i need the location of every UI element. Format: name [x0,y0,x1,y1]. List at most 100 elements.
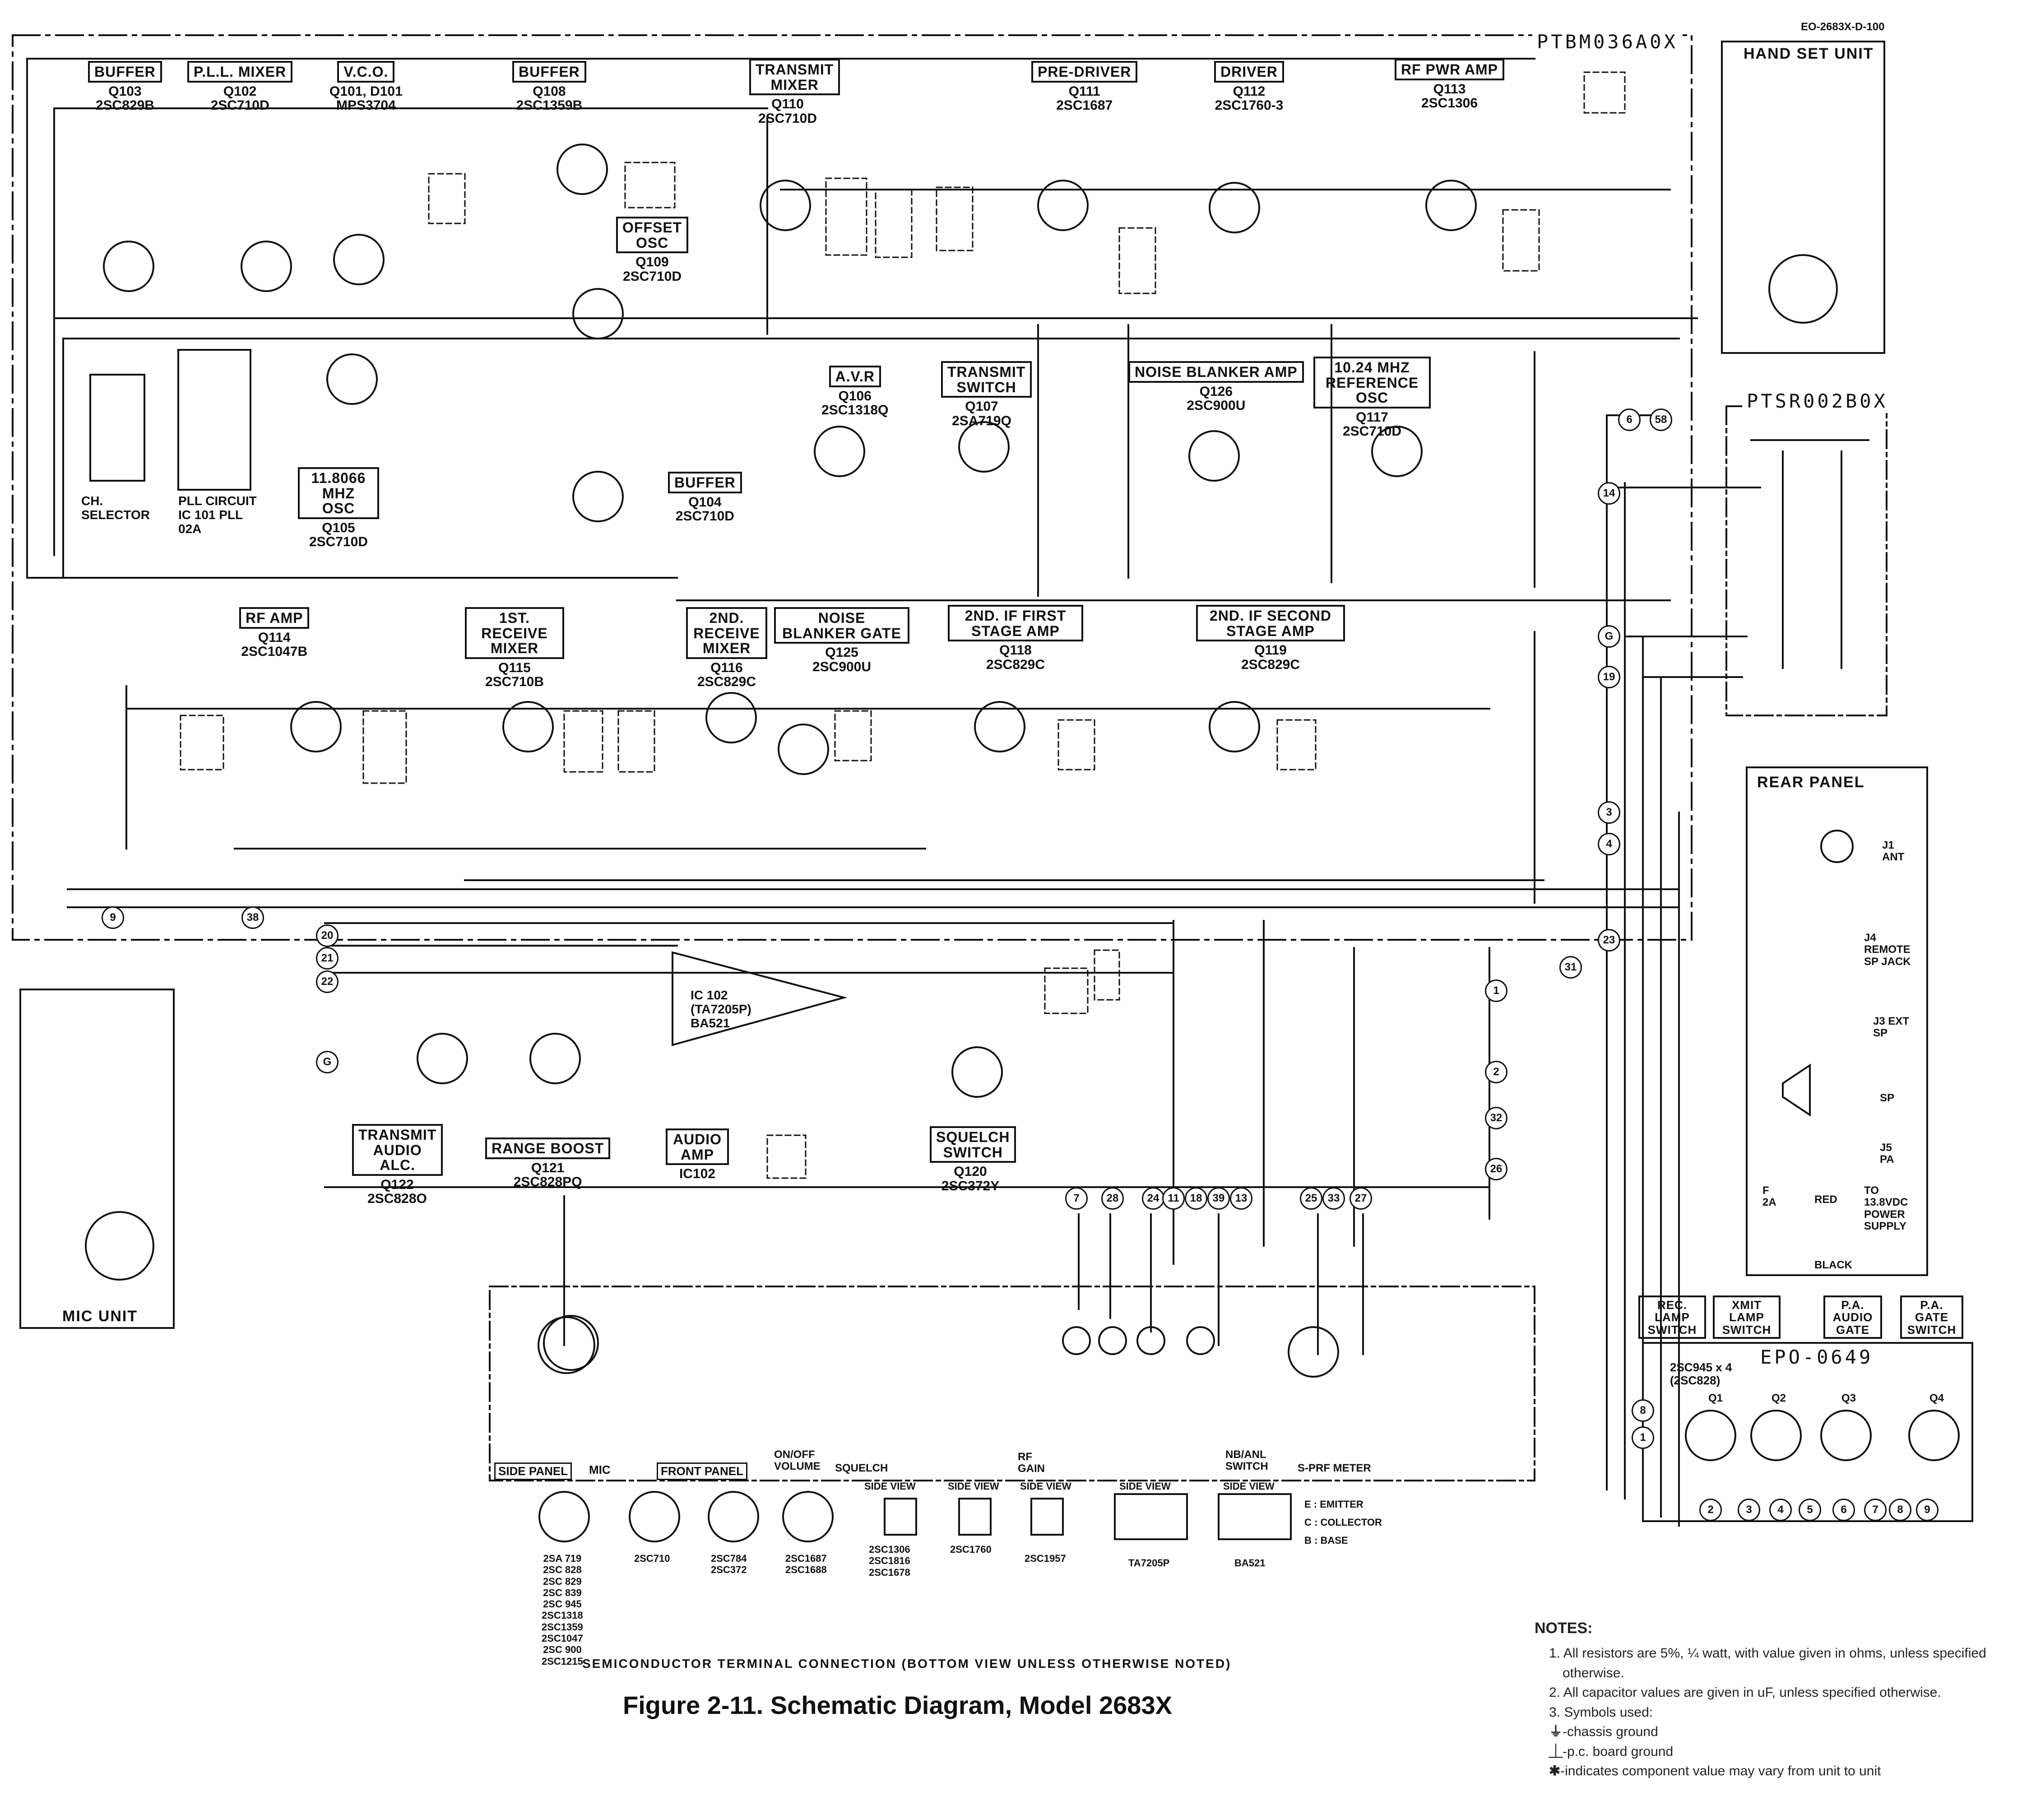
pll-circuit-label: PLL CIRCUIT IC 101 PLL 02A [178,494,257,536]
rear-j3-ext-sp: J3 EXT SP [1873,1015,1910,1040]
stage-ref: IC102 [679,1166,716,1182]
stage-part: 2SC828O [367,1191,427,1207]
stage-name: DRIVER [1214,61,1284,83]
stage-reference-osc: 10.24 MHz REFERENCE OSC Q117 2SC710D [1313,357,1431,439]
stage-ref: Q116 [710,660,743,675]
node-1-ep: 1 [1632,1426,1654,1449]
node-32: 32 [1485,1107,1507,1129]
semi-group-7: 2SC1957 [1025,1553,1066,1564]
node-ep-pin-6: 6 [1832,1499,1855,1521]
pcb-ground-icon: ⏊ [1549,1744,1563,1759]
ep-ref-q3: Q3 [1841,1392,1856,1404]
node-31: 31 [1559,956,1582,979]
stage-part: 2SC1318Q [821,403,889,418]
ep-switch-name: REC. LAMP SWITCH [1638,1295,1706,1339]
stage-noise-blanker-gate: NOISE BLANKER GATE Q125 2SC900U [774,607,909,674]
ep-switch-q4: P.A. GATE SWITCH [1900,1295,1963,1339]
notes-heading: NOTES: [1535,1620,1593,1637]
rf-gain-label: RF GAIN [1018,1451,1045,1475]
rear-panel-title: REAR PANEL [1753,773,1869,792]
note-symbol-chassis: ⏚-chassis ground [1549,1722,2013,1742]
rear-power-supply: TO 13.8VDC POWER SUPPLY [1864,1184,1908,1233]
mic-unit-title: MIC UNIT [59,1307,142,1326]
stage-ref: Q112 [1233,84,1266,99]
note-symbol-text: -p.c. board ground [1563,1744,1674,1759]
stage-transmit-switch: TRANSMIT SWITCH Q107 2SA719Q [941,361,1032,428]
node-7: 7 [1065,1187,1088,1210]
stage-ref: Q122 [380,1177,414,1192]
stage-part: 2SC710D [622,269,682,284]
node-9: 9 [102,906,124,929]
stage-vco: V.C.O. Q101, D101 MPS3704 [329,61,403,113]
stage-name: TRANSMIT SWITCH [941,361,1032,398]
node-22: 22 [316,970,339,993]
stage-name: 1st. RECEIVE MIXER [465,607,564,659]
stage-part: 2SC710D [1342,424,1402,439]
stage-part: 2SC829C [1241,657,1300,672]
node-1-amp: 1 [1485,980,1507,1002]
stage-part: 2SC710D [309,534,368,550]
stage-name: 10.24 MHz REFERENCE OSC [1313,357,1431,409]
stage-ref: Q117 [1356,409,1388,425]
node-ep-pin-5: 5 [1799,1499,1821,1521]
semi-group-9: BA521 [1234,1557,1266,1569]
node-ep-pin-7: 7 [1864,1499,1887,1521]
stage-part: 2SC1760-3 [1215,98,1284,113]
nb-anl-switch-label: NB/ANL SWITCH [1225,1449,1268,1473]
ep-switch-name: P.A. GATE SWITCH [1900,1295,1963,1339]
swr-board-outline [1725,405,1888,716]
stage-ref: Q105 [322,520,355,535]
semi-group-5: 2SC1306 2SC1816 2SC1678 [869,1544,910,1578]
stage-part: 2SC1687 [1056,98,1113,113]
stage-part: 2SC710D [758,111,817,126]
stage-name: TRANSMIT MIXER [749,59,840,96]
stage-part: 2SC710B [485,674,544,690]
rear-j4-remote: J4 REMOTE SP JACK [1864,932,1911,968]
stage-part: 2SC710D [675,509,734,524]
stage-buffer-q108: BUFFER Q108 2SC1359B [512,61,586,113]
ep-ref-q4: Q4 [1929,1392,1944,1404]
ep-board-title: EPO-0649 [1756,1345,1878,1369]
main-board-outline [12,34,1693,941]
stage-ref: Q101, D101 [329,84,403,99]
node-ep-pin-4: 4 [1769,1499,1792,1521]
stage-second-receive-mixer: 2nd. RECEIVE MIXER Q116 2SC829C [686,607,767,689]
stage-part: 2SC1047B [241,644,308,659]
semi-group-2: 2SC710 [634,1553,670,1564]
stage-ref: Q109 [635,255,669,270]
semi-group-6: 2SC1760 [950,1544,992,1555]
s-prf-meter-label: S-PRF METER [1298,1462,1371,1474]
stage-ref: Q110 [771,97,804,112]
node-ep-pin-8: 8 [1889,1499,1911,1521]
ep-ref-q1: Q1 [1708,1392,1723,1404]
ep-switch-name: XMIT LAMP SWITCH [1713,1295,1781,1339]
node-21: 21 [316,947,339,970]
squelch-label: SQUELCH [835,1462,888,1474]
stage-name: A.V.R [829,366,881,387]
stage-noise-blanker-amp: NOISE BLANKER AMP Q126 2SC900U [1128,361,1304,413]
stage-name: TRANSMIT AUDIO ALC. [352,1124,443,1176]
ep-switch-q1: REC. LAMP SWITCH [1638,1295,1706,1339]
stage-ref: Q118 [999,643,1032,658]
stage-audio-amp: AUDIO AMP IC102 [666,1128,729,1181]
node-4: 4 [1598,833,1620,855]
node-33: 33 [1322,1187,1345,1210]
stage-ref: Q114 [258,630,291,645]
stage-part: 2SC829B [95,98,154,113]
note-symbol-text: -chassis ground [1563,1724,1658,1739]
stage-part: 2SC1359B [516,98,583,113]
stage-part: 2SC1306 [1421,96,1478,111]
stage-rf-amp: RF AMP Q114 2SC1047B [239,607,310,659]
stage-name: V.C.O. [337,61,395,83]
mic-unit-outline [19,989,175,1329]
front-panel-outline [489,1286,1535,1481]
node-3: 3 [1598,801,1620,824]
ep-switch-q2: XMIT LAMP SWITCH [1713,1295,1781,1339]
semi-group-3: 2SC784 2SC372 [711,1553,747,1576]
swr-board-title: PTSR002B0X [1742,389,1892,413]
stage-part: 2SC829C [697,674,756,690]
stage-part: 2SA719Q [952,413,1011,428]
node-27: 27 [1350,1187,1372,1210]
stage-ref: Q121 [531,1160,565,1175]
stage-osc-11mhz: 11.8066 MHz OSC Q105 2SC710D [298,467,379,549]
